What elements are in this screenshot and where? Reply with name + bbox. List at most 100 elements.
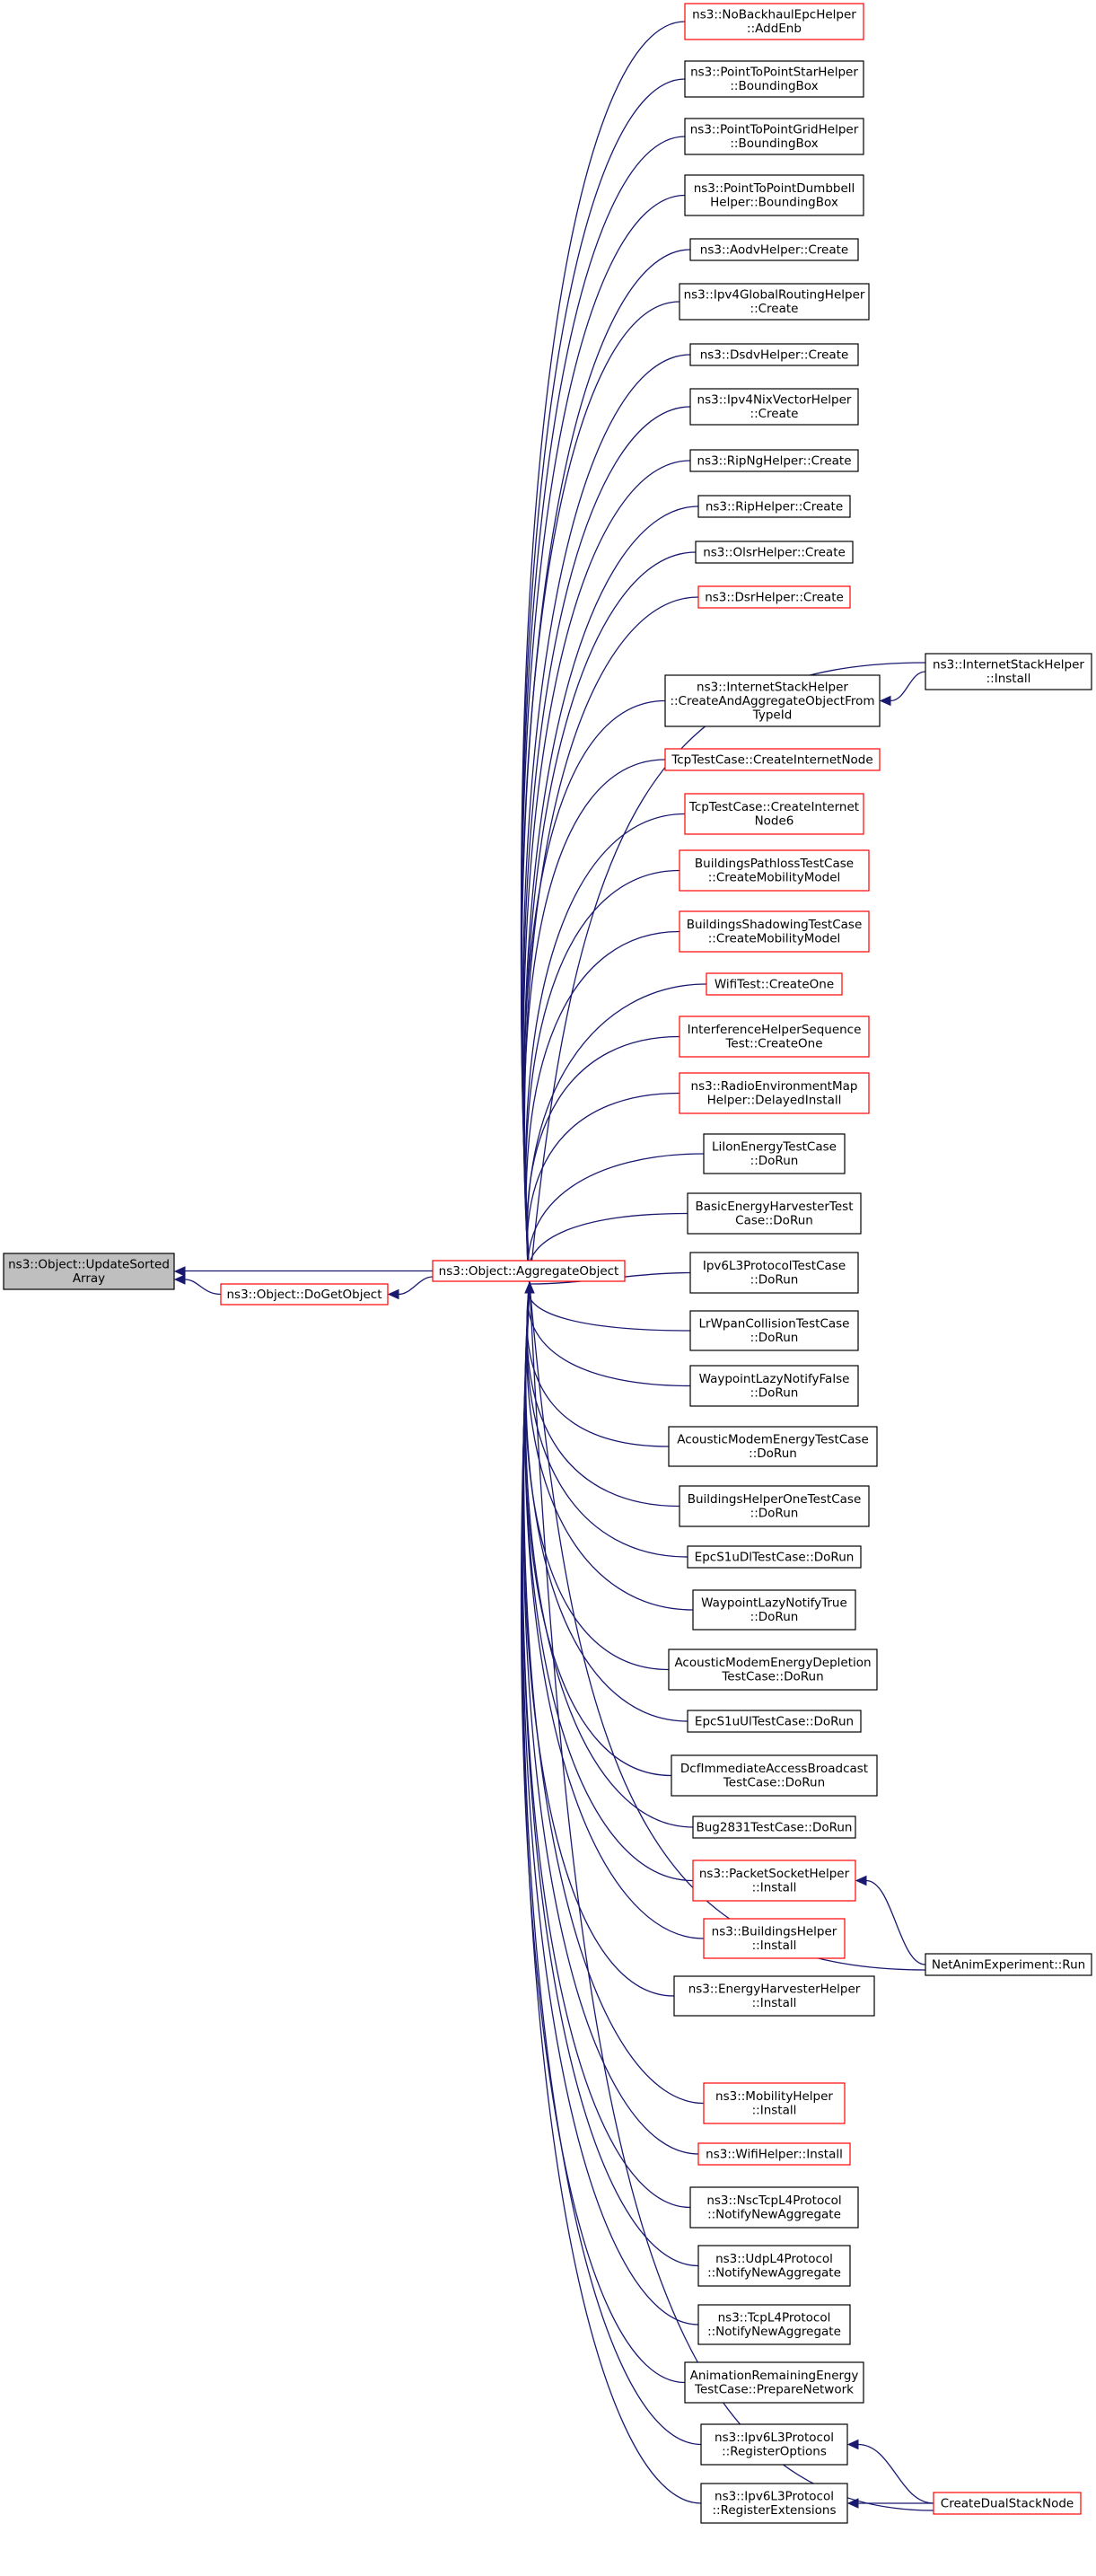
node-n9[interactable]: ns3::RipHelper::Create (697, 495, 851, 518)
edge-n20-to-aggregate (527, 1153, 705, 1285)
node-n13[interactable]: TcpTestCase::CreateInternetNode (664, 748, 881, 771)
edge-n7-to-aggregate (522, 406, 691, 1285)
node-label-line: WaypointLazyNotifyTrue (701, 1596, 847, 1611)
node-n10[interactable]: ns3::OlsrHelper::Create (695, 541, 854, 564)
node-label-line: ::Install (752, 1881, 797, 1895)
node-n5[interactable]: ns3::Ipv4GlobalRoutingHelper::Create (679, 283, 870, 321)
node-n34[interactable]: ns3::BuildingsHelper::Install (703, 1918, 846, 1959)
node-n12[interactable]: ns3::InternetStackHelper::CreateAndAggre… (664, 674, 881, 727)
node-n36[interactable]: ns3::MobilityHelper::Install (703, 2082, 846, 2124)
node-n20[interactable]: LiIonEnergyTestCase::DoRun (703, 1133, 846, 1174)
node-box (700, 2423, 848, 2466)
node-label-line: InterferenceHelperSequence (688, 1023, 862, 1037)
node-n17[interactable]: WifiTest::CreateOne (706, 972, 843, 996)
node-label-line: BuildingsHelperOneTestCase (688, 1492, 862, 1507)
node-label-line: TestCase::DoRun (721, 1670, 823, 1684)
node-n7[interactable]: ns3::Ipv4NixVectorHelper::Create (689, 388, 859, 426)
node-n30[interactable]: EpcS1uUlTestCase::DoRun (687, 1710, 862, 1733)
node-dogetobject[interactable]: ns3::Object::DoGetObject (220, 1283, 389, 1306)
node-n28[interactable]: WaypointLazyNotifyTrue::DoRun (692, 1589, 856, 1631)
node-label-line: ns3::EnergyHarvesterHelper (688, 1983, 861, 1997)
edge-n5-to-aggregate (521, 301, 680, 1285)
edge-n34-to-aggregate (524, 1283, 705, 1939)
node-n1[interactable]: ns3::PointToPointStarHelper::BoundingBox (684, 60, 864, 98)
node-n15[interactable]: BuildingsPathlossTestCase::CreateMobilit… (679, 849, 870, 892)
node-box (689, 388, 859, 426)
node-label-line: ns3::PointToPointStarHelper (690, 66, 858, 80)
node-n40[interactable]: ns3::TcpL4Protocol::NotifyNewAggregate (697, 2304, 851, 2345)
node-n2[interactable]: ns3::PointToPointGridHelper::BoundingBox (684, 118, 864, 155)
node-n27[interactable]: EpcS1uDlTestCase::DoRun (687, 1545, 862, 1569)
edge-n19-to-aggregate (526, 1092, 680, 1285)
node-n39[interactable]: ns3::UdpL4Protocol::NotifyNewAggregate (697, 2245, 851, 2287)
edges-layer (173, 21, 934, 2511)
edge-n16-to-aggregate (525, 930, 680, 1285)
node-label-line: Array (73, 1271, 105, 1286)
node-box (703, 1133, 846, 1174)
node-box (697, 585, 851, 609)
node-n41[interactable]: AnimationRemainingEnergyTestCase::Prepar… (684, 2361, 864, 2404)
edge-n15-to-aggregate (524, 869, 680, 1285)
node-label-line: ns3::UdpL4Protocol (715, 2252, 833, 2266)
arrowhead-n12 (879, 695, 891, 707)
edge-n17-to-aggregate (526, 983, 707, 1285)
node-box (697, 2245, 851, 2287)
node-n8[interactable]: ns3::RipNgHelper::Create (689, 449, 859, 472)
node-label-line: LiIonEnergyTestCase (712, 1140, 837, 1155)
node-box (692, 1859, 856, 1902)
node-n29[interactable]: AcousticModemEnergyDepletionTestCase::Do… (668, 1648, 878, 1691)
node-box (668, 1648, 878, 1691)
edge-n12-to-aggregate (522, 699, 666, 1285)
node-n23[interactable]: LrWpanCollisionTestCase::DoRun (689, 1310, 859, 1351)
node-box (668, 1426, 878, 1467)
edge-n37-to-aggregate (522, 1283, 699, 2155)
node-n11[interactable]: ns3::DsrHelper::Create (697, 585, 851, 609)
node-label-line: ns3::RipNgHelper::Create (697, 453, 852, 468)
node-box (695, 541, 854, 564)
node-n38[interactable]: ns3::NscTcpL4Protocol::NotifyNewAggregat… (689, 2186, 859, 2229)
node-n16[interactable]: BuildingsShadowingTestCase::CreateMobili… (679, 910, 870, 953)
node-label-line: ::DoRun (750, 1331, 799, 1345)
node-label-line: ns3::RadioEnvironmentMap (691, 1079, 858, 1094)
node-n18[interactable]: InterferenceHelperSequenceTest::CreateOn… (679, 1015, 870, 1058)
node-n35[interactable]: ns3::EnergyHarvesterHelper::Install (673, 1975, 875, 2017)
node-n33[interactable]: ns3::PacketSocketHelper::Install (692, 1859, 856, 1902)
arrowhead-root (173, 1266, 186, 1277)
node-n43[interactable]: ns3::Ipv6L3Protocol::RegisterExtensions (700, 2483, 848, 2524)
node-box (703, 1918, 846, 1959)
node-label-line: ns3::PointToPointDumbbell (694, 181, 855, 196)
node-n37[interactable]: ns3::WifiHelper::Install (697, 2142, 851, 2166)
node-r1[interactable]: NetAnimExperiment::Run (925, 1953, 1092, 1976)
node-label-line: ::Install (752, 1996, 797, 2010)
node-n26[interactable]: BuildingsHelperOneTestCase::DoRun (679, 1485, 870, 1527)
node-label-line: ns3::BuildingsHelper (712, 1925, 837, 1939)
node-n25[interactable]: AcousticModemEnergyTestCase::DoRun (668, 1426, 878, 1467)
edge-n36-to-aggregate (523, 1283, 705, 2105)
edge-n6-to-aggregate (522, 354, 691, 1285)
node-label-line: Test::CreateOne (724, 1037, 822, 1051)
edge-n13-to-aggregate (523, 759, 666, 1285)
node-label-line: WifiTest::CreateOne (715, 977, 834, 991)
node-r0[interactable]: ns3::InternetStackHelper::Install (925, 653, 1092, 690)
edge-r0-to-aggregate (529, 662, 926, 1285)
node-n42[interactable]: ns3::Ipv6L3Protocol::RegisterOptions (700, 2423, 848, 2466)
node-n31[interactable]: DcfImmediateAccessBroadcastTestCase::DoR… (671, 1754, 878, 1797)
node-r2[interactable]: CreateDualStackNode (933, 2492, 1082, 2515)
node-n6[interactable]: ns3::DsdvHelper::Create (689, 343, 859, 366)
node-n4[interactable]: ns3::AodvHelper::Create (689, 238, 859, 261)
node-aggregate[interactable]: ns3::Object::AggregateObject (432, 1260, 626, 1282)
node-box (3, 1253, 175, 1290)
node-n19[interactable]: ns3::RadioEnvironmentMapHelper::DelayedI… (679, 1072, 870, 1114)
edge-n11-to-aggregate (523, 596, 699, 1285)
node-label-line: TcpTestCase::CreateInternetNode (671, 752, 872, 767)
node-n22[interactable]: Ipv6L3ProtocolTestCase::DoRun (689, 1252, 859, 1294)
node-n32[interactable]: Bug2831TestCase::DoRun (692, 1816, 856, 1839)
node-n3[interactable]: ns3::PointToPointDumbbellHelper::Boundin… (684, 174, 864, 216)
arrowhead-n33 (855, 1875, 867, 1886)
node-label-line: TestCase::PrepareNetwork (694, 2383, 854, 2397)
node-n0[interactable]: ns3::NoBackhaulEpcHelper::AddEnb (684, 3, 864, 40)
node-n24[interactable]: WaypointLazyNotifyFalse::DoRun (689, 1365, 859, 1407)
